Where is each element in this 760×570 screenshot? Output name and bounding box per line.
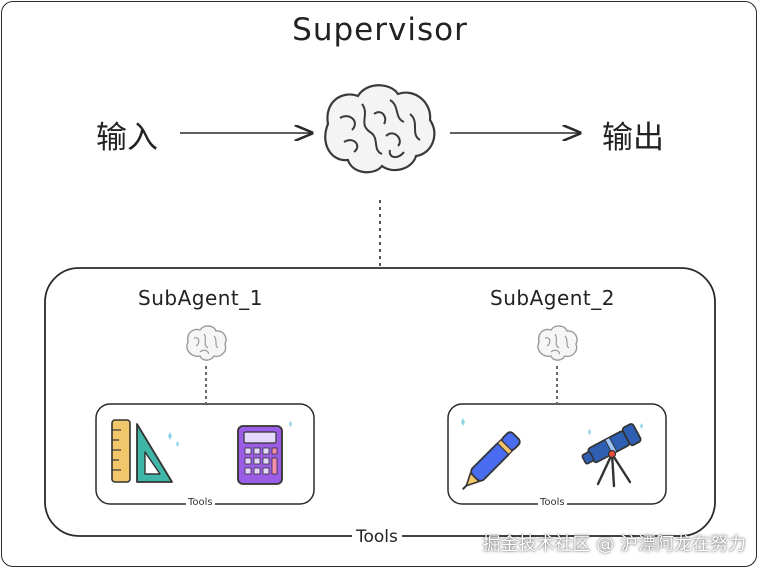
output-label: 输出 — [602, 120, 664, 156]
pen-icon — [462, 431, 521, 490]
input-label: 输入 — [96, 120, 158, 156]
subagent-2-brain-icon — [537, 325, 578, 361]
subagent-1-title: SubAgent_1 — [138, 286, 263, 310]
ruler-triangle-icon — [111, 419, 179, 483]
sparkle-icon — [461, 418, 465, 426]
outer-tools-label: Tools — [352, 527, 402, 547]
subagent-1-brain-icon — [186, 325, 227, 361]
calculator-icon — [237, 421, 292, 485]
supervisor-title: Supervisor — [292, 12, 468, 48]
brain-icon — [324, 84, 436, 174]
watermark-text: 掘金技术社区 @ 沪漂阿龙在努力 — [482, 534, 746, 555]
subagent-2-tools-box — [447, 403, 667, 505]
subagent-1-tools-label: Tools — [186, 497, 215, 508]
subagent-2-title: SubAgent_2 — [490, 286, 615, 310]
subagent-2-tools-label: Tools — [538, 497, 567, 508]
telescope-icon — [581, 423, 643, 488]
